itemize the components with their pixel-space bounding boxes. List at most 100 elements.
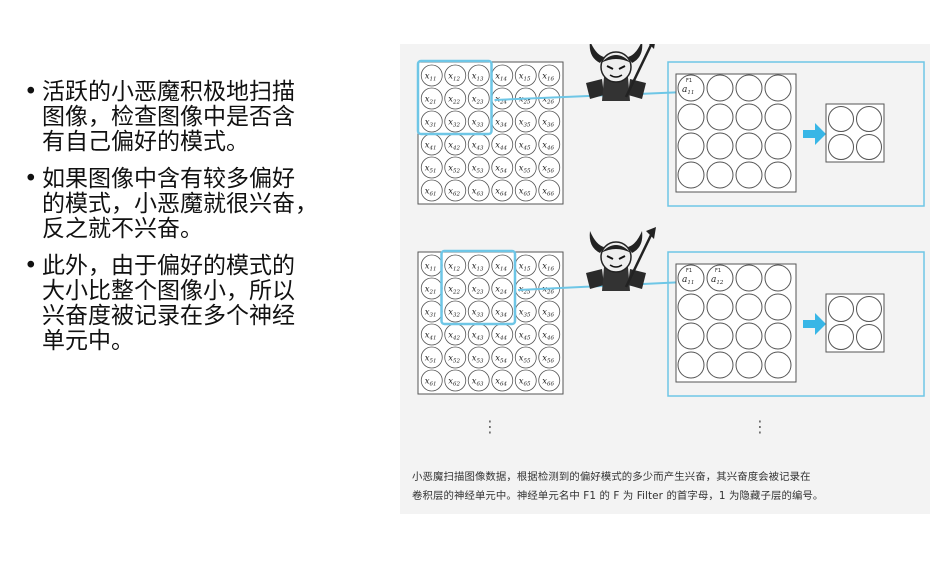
pixel-label: x36 (542, 118, 554, 129)
bullet-item: 如果图像中含有较多偏好 的模式，小恶魔就很兴奋， 反之就不兴奋。 (20, 167, 380, 242)
neuron-subscript: 11 (687, 280, 694, 286)
pixel-label: x21 (425, 285, 437, 296)
pixel-subscript: 54 (500, 169, 507, 175)
figure-caption: 小恶魔扫描图像数据，根据检测到的偏好模式的多少而产生兴奋，其兴奋度会被记录在 卷… (412, 468, 922, 506)
pixel-subscript: 34 (500, 313, 507, 319)
pixel-label: x32 (448, 308, 460, 319)
feature-neuron (735, 322, 763, 350)
pooling-neuron (856, 324, 882, 350)
pixel-subscript: 34 (500, 123, 507, 129)
bullet-line: 此外，由于偏好的模式的 (42, 253, 295, 279)
pooling-neuron (828, 296, 854, 322)
pixel-circle (467, 300, 490, 323)
pixel-subscript: 22 (452, 100, 460, 106)
devil-eye-left (606, 65, 614, 70)
pooling-neuron (856, 106, 882, 132)
pooling-neuron (828, 324, 854, 350)
pixel-circle (444, 277, 467, 300)
pixel-subscript: 56 (547, 169, 554, 175)
pixel-subscript: 51 (430, 169, 437, 175)
pixel-subscript: 61 (430, 192, 437, 198)
pixel-label: x42 (448, 141, 460, 152)
feature-neuron (706, 103, 734, 131)
pixel-circle (420, 64, 443, 87)
pixel-subscript: 54 (500, 359, 507, 365)
pixel-circle (514, 369, 537, 392)
pixel-label: x55 (519, 164, 531, 175)
feature-neuron (764, 264, 792, 292)
pixel-circle (420, 156, 443, 179)
right-arrow-icon (803, 313, 826, 335)
feature-neuron (706, 74, 734, 102)
pixel-subscript: 21 (429, 290, 437, 296)
pixel-subscript: 66 (547, 192, 554, 198)
pixel-circle (538, 254, 561, 277)
pixel-subscript: 15 (524, 267, 531, 273)
pixel-circle (491, 179, 514, 202)
pixel-label: x26 (542, 285, 554, 296)
pixel-subscript: 61 (430, 382, 437, 388)
pixel-circle (467, 179, 490, 202)
feature-neuron (735, 74, 763, 102)
pixel-circle (444, 300, 467, 323)
pixel-label: x13 (472, 72, 484, 83)
feature-neuron (706, 161, 734, 189)
pixel-label: x65 (519, 187, 531, 198)
pixel-label: x35 (519, 308, 531, 319)
devil-trident-tip (646, 227, 656, 239)
pixel-label: x51 (425, 164, 437, 175)
pixel-subscript: 33 (477, 123, 484, 129)
feature-neuron (735, 264, 763, 292)
neuron-superscript: F1 (686, 78, 692, 84)
pixel-label: x34 (495, 308, 507, 319)
devil-hair (601, 55, 631, 63)
pixel-label: x61 (425, 377, 437, 388)
pixel-circle (444, 110, 467, 133)
pixel-label: x22 (448, 95, 460, 106)
pixel-subscript: 64 (500, 192, 507, 198)
feature-neuron (764, 74, 792, 102)
pixel-circle (514, 133, 537, 156)
pixel-label: x14 (495, 72, 507, 83)
pixel-label: x34 (495, 118, 507, 129)
pixel-circle (514, 156, 537, 179)
neuron-label: a12 (711, 275, 724, 286)
pixel-subscript: 52 (453, 169, 460, 175)
pixel-circle (491, 346, 514, 369)
bullet-item: 活跃的小恶魔积极地扫描 图像，检查图像中是否含 有自己偏好的模式。 (20, 80, 380, 155)
pooling-neuron (856, 296, 882, 322)
pixel-subscript: 45 (523, 146, 531, 152)
pixel-circle (514, 110, 537, 133)
pixel-label: x44 (495, 141, 507, 152)
pixel-circle (467, 156, 490, 179)
pixel-label: x66 (542, 187, 554, 198)
pixel-circle (444, 64, 467, 87)
vertical-ellipsis-icon: ⋮ (752, 417, 768, 436)
feature-neuron (706, 264, 734, 292)
devil-horn-right (628, 231, 643, 253)
pixel-subscript: 51 (430, 359, 437, 365)
bullet-line: 活跃的小恶魔积极地扫描 (42, 79, 295, 105)
caption-line: 卷积层的神经单元中。神经单元名中 F1 的 F 为 Filter 的首字母，1 … (412, 490, 824, 502)
pixel-label: x22 (448, 285, 460, 296)
pixel-subscript: 44 (499, 336, 507, 342)
devil-body (602, 77, 630, 101)
pixel-circle (514, 179, 537, 202)
pixel-label: x54 (495, 164, 507, 175)
bullet-line: 大小比整个图像小，所以 (42, 278, 295, 304)
pixel-circle (514, 64, 537, 87)
convolution-layer-frame (667, 61, 925, 207)
vertical-ellipsis-icon: ⋮ (482, 417, 498, 436)
pixel-subscript: 36 (547, 123, 554, 129)
pixel-label: x33 (472, 118, 484, 129)
caption-line: 小恶魔扫描图像数据，根据检测到的偏好模式的多少而产生兴奋，其兴奋度会被记录在 (412, 471, 811, 483)
neuron-label: a11 (682, 85, 694, 96)
pixel-label: x14 (495, 262, 507, 273)
pixel-subscript: 24 (499, 100, 507, 106)
bullet-line: 反之就不兴奋。 (42, 216, 203, 242)
pixel-subscript: 21 (429, 100, 437, 106)
devil-hair (601, 245, 631, 253)
feature-neuron (677, 161, 705, 189)
bullet-line: 有自己偏好的模式。 (42, 129, 249, 155)
pixel-circle (491, 277, 514, 300)
